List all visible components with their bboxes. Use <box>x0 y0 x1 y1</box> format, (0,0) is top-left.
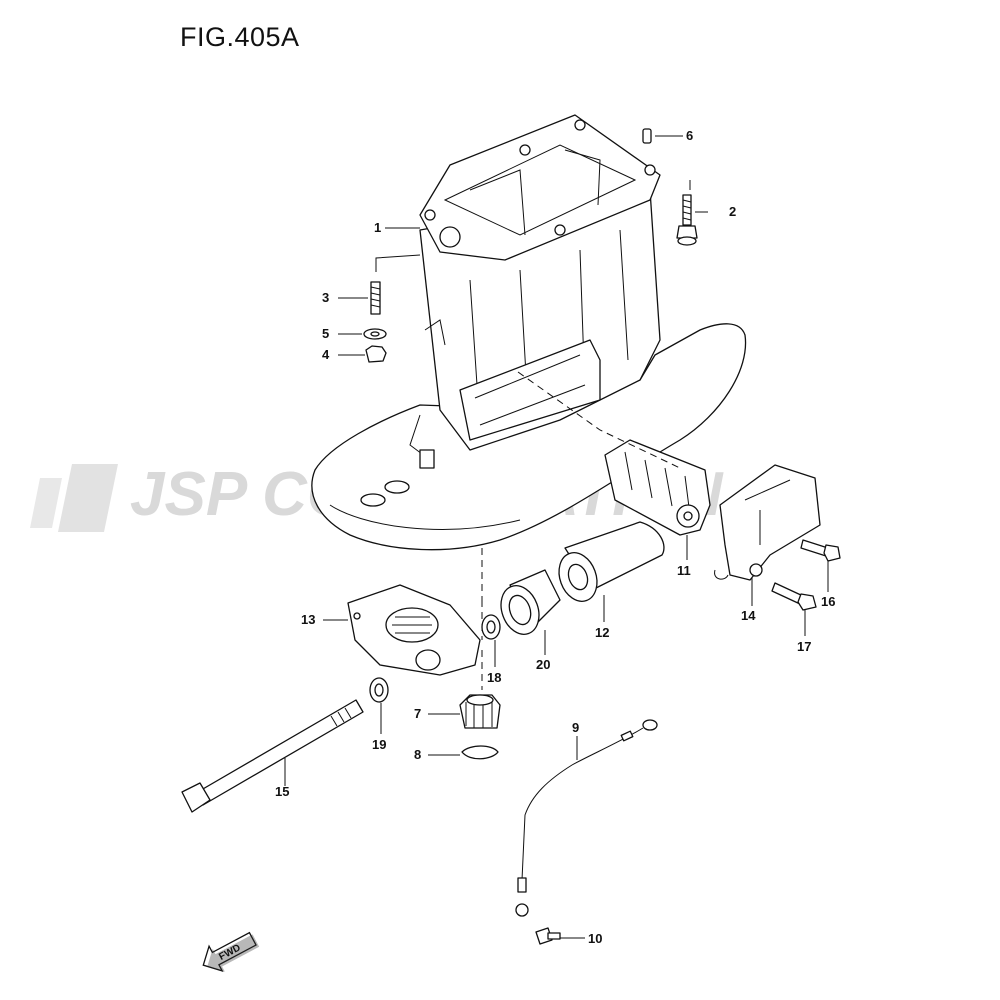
part-label-3: 3 <box>322 290 329 305</box>
part-label-1: 1 <box>374 220 381 235</box>
holder-part-14 <box>714 464 821 581</box>
part-label-4: 4 <box>322 347 330 362</box>
housing-top-flange <box>419 114 661 261</box>
leader-lines <box>284 135 829 939</box>
part-label-9: 9 <box>572 720 579 735</box>
figure-title: FIG.405A <box>180 22 300 52</box>
part-label-10: 10 <box>588 931 602 946</box>
drive-shaft-housing <box>311 114 747 551</box>
assembly-dashed-lines <box>481 371 681 690</box>
washer-part-19 <box>369 677 389 703</box>
nut-part-4 <box>365 345 387 363</box>
stud-part-3 <box>370 281 381 315</box>
grommet-part-20 <box>500 569 561 635</box>
nut-part-7 <box>459 694 501 729</box>
rack-part-11 <box>604 439 711 536</box>
part-label-15: 15 <box>275 784 289 799</box>
bolt-part-2 <box>676 194 698 246</box>
part-label-7: 7 <box>414 706 421 721</box>
bushing-part-12 <box>558 521 665 602</box>
part-label-20: 20 <box>536 657 550 672</box>
part-label-5: 5 <box>322 326 329 341</box>
part-labels: 1 2 3 4 5 6 7 8 9 10 11 12 13 14 15 16 1… <box>275 128 835 946</box>
part-label-16: 16 <box>821 594 835 609</box>
fwd-direction-arrow: FWD <box>202 931 260 973</box>
part-label-11: 11 <box>677 563 691 578</box>
part-label-12: 12 <box>595 625 609 640</box>
washer-part-5 <box>363 328 387 340</box>
dowel-pin-part-6 <box>642 128 652 144</box>
part-label-14: 14 <box>741 608 756 623</box>
watermark-logo-mark <box>58 464 118 532</box>
part-label-17: 17 <box>797 639 811 654</box>
circlip-part-8 <box>461 745 499 760</box>
part-label-6: 6 <box>686 128 693 143</box>
screw-part-10 <box>535 927 561 945</box>
fwd-arrow-icon <box>202 931 257 973</box>
part-label-18: 18 <box>487 670 501 685</box>
long-bolt-part-15 <box>181 699 364 813</box>
part-label-13: 13 <box>301 612 315 627</box>
part-label-2: 2 <box>729 204 736 219</box>
watermark-logo-mark <box>30 478 62 528</box>
anti-ventilation-plate <box>311 323 747 551</box>
bolt-part-17 <box>771 582 817 611</box>
bolt-part-16 <box>800 539 841 562</box>
mount-housing-part-13 <box>347 584 481 676</box>
washer-part-18 <box>481 614 501 640</box>
part-label-19: 19 <box>372 737 386 752</box>
part-label-8: 8 <box>414 747 421 762</box>
ground-wire-part-9 <box>515 719 658 917</box>
